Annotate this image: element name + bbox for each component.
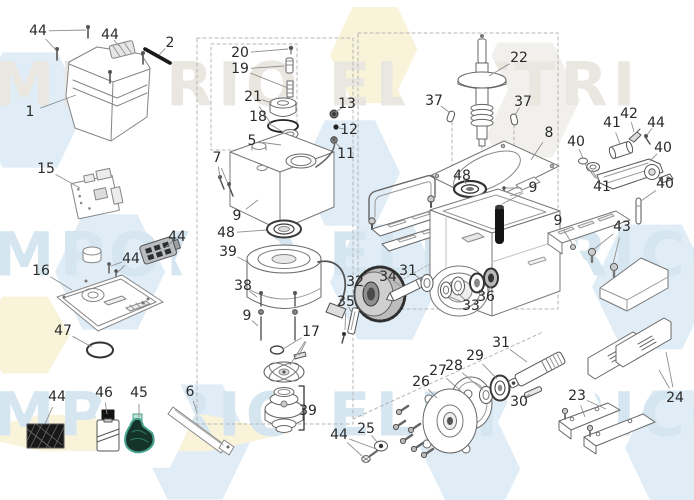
part-number-7: 7 [212,150,222,166]
hexagon-watermark [398,32,508,148]
part-number-44: 44 [48,389,66,405]
part-number-39: 39 [299,403,317,419]
part-number-20: 20 [231,45,249,61]
part-number-8: 8 [544,125,554,141]
part-base-plate [56,246,164,359]
part-top-cover [55,25,172,142]
part-number-31: 31 [492,335,510,351]
part-plate-44 [108,40,136,59]
part-number-45: 45 [130,385,148,401]
part-plates-24 [587,317,672,380]
part-number-41: 41 [593,179,611,195]
part-rail-6 [167,406,235,456]
part-number-13: 13 [338,96,356,112]
part-connector-block [139,236,181,265]
part-number-43: 43 [613,219,631,235]
part-o-ring-47 [86,341,114,359]
part-rod-2 [143,47,172,65]
part-number-35: 35 [337,294,355,310]
part-number-44: 44 [330,427,348,443]
part-number-2: 2 [165,35,175,51]
part-number-1: 1 [25,104,35,120]
part-number-40: 40 [656,176,674,192]
part-number-47: 47 [54,323,72,339]
part-number-40: 40 [567,134,585,150]
part-number-41: 41 [603,115,621,131]
part-wedge-cover [599,257,669,312]
part-number-32: 32 [346,274,364,290]
part-number-38: 38 [234,278,252,294]
part-number-40: 40 [654,140,672,156]
part-number-44: 44 [101,27,119,43]
part-grease-sachet [124,413,155,454]
part-number-22: 22 [510,50,528,66]
part-number-15: 15 [37,161,55,177]
part-number-48: 48 [217,225,235,241]
part-worm-wheel-group [341,265,499,344]
part-number-42: 42 [620,106,638,122]
part-number-39: 39 [219,244,237,260]
part-number-24: 24 [666,390,684,406]
part-motor-stack [246,219,347,433]
part-number-11: 11 [337,146,355,162]
part-number-37: 37 [514,94,532,110]
part-number-29: 29 [466,348,484,364]
part-number-44: 44 [168,229,186,245]
part-number-27: 27 [429,363,447,379]
part-accessory-kit [26,406,235,456]
part-number-28: 28 [445,358,463,374]
part-control-board [70,167,124,220]
part-number-30: 30 [510,394,528,410]
part-gear-cover [218,132,336,231]
part-number-18: 18 [249,109,267,125]
part-number-6: 6 [185,384,195,400]
part-number-9: 9 [242,308,252,324]
part-number-36: 36 [477,289,495,305]
part-number-33: 33 [462,298,480,314]
part-number-44: 44 [29,23,47,39]
part-number-9: 9 [232,208,242,224]
part-output-assembly [361,351,566,463]
part-number-25: 25 [357,421,375,437]
part-number-34: 34 [379,269,397,285]
part-bracket-43 [547,210,669,312]
part-number-16: 16 [32,263,50,279]
part-worm-shaft [429,34,560,214]
part-number-44: 44 [122,251,140,267]
part-number-5: 5 [247,133,257,149]
part-number-44: 44 [647,115,665,131]
part-number-26: 26 [412,374,430,390]
part-number-17: 17 [302,324,320,340]
part-number-37: 37 [425,93,443,109]
part-number-31: 31 [399,263,417,279]
part-release-lever [578,128,674,225]
part-number-19: 19 [231,61,249,77]
part-number-21: 21 [244,89,262,105]
part-number-12: 12 [340,122,358,138]
part-number-9: 9 [553,213,563,229]
part-brackets-23 [558,402,656,455]
part-number-23: 23 [568,388,586,404]
part-number-48: 48 [453,168,471,184]
part-number-9: 9 [528,180,538,196]
part-number-46: 46 [95,385,113,401]
part-foam-pad [26,423,65,449]
part-oil-bottle [96,409,120,452]
